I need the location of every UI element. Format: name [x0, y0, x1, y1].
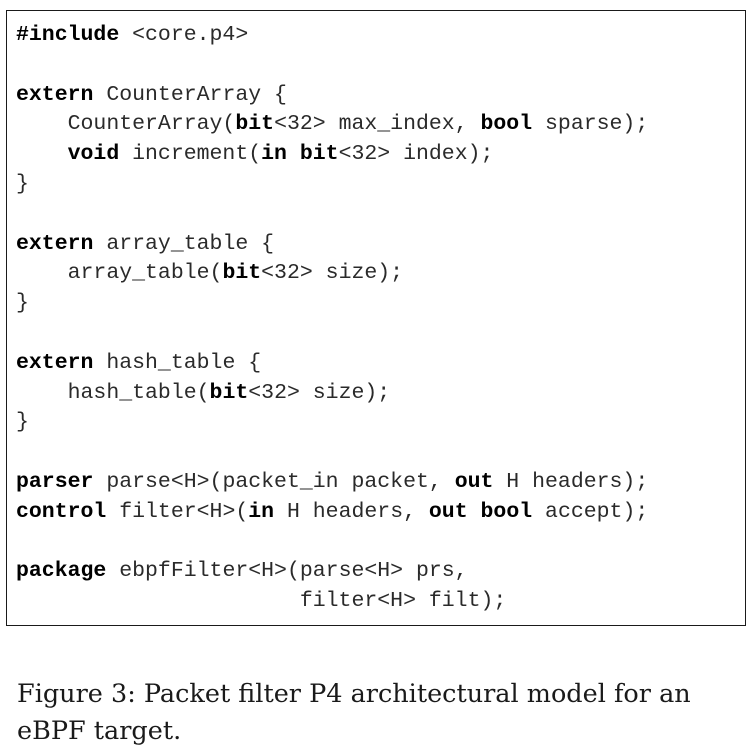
- code-line: [16, 319, 648, 349]
- code-line: [16, 528, 648, 558]
- code-line: }: [16, 170, 648, 200]
- code-text: increment(: [119, 142, 262, 167]
- code-text: parse<H>(packet_in packet,: [93, 469, 455, 494]
- code-line: filter<H> filt);: [16, 587, 648, 617]
- code-line: CounterArray(bit<32> max_index, bool spa…: [16, 110, 649, 140]
- code-keyword: bit: [209, 380, 249, 405]
- code-text: <32> size);: [248, 380, 391, 405]
- code-text: hash_table {: [93, 350, 262, 375]
- code-keyword: extern: [16, 350, 94, 375]
- code-text: filter<H>(: [106, 499, 249, 524]
- code-line: }: [16, 408, 648, 438]
- code-text: [468, 500, 481, 524]
- code-text: hash_table(: [16, 380, 210, 405]
- code-line: control filter<H>(in H headers, out bool…: [16, 498, 648, 528]
- code-keyword: bool: [480, 499, 533, 524]
- figure-caption: Figure 3: Packet filter P4 architectural…: [17, 679, 691, 746]
- code-line: }: [16, 289, 648, 319]
- code-line: extern array_table {: [16, 230, 648, 260]
- code-keyword: package: [16, 559, 107, 584]
- code-line: package ebpfFilter<H>(parse<H> prs,: [16, 557, 648, 587]
- code-text: accept);: [532, 499, 649, 524]
- code-line: [16, 200, 648, 230]
- code-line: [16, 51, 648, 81]
- code-text: array_table(: [16, 261, 223, 286]
- code-line: #include <core.p4>: [16, 21, 648, 51]
- code-line: [16, 438, 648, 468]
- code-text: <core.p4>: [119, 23, 249, 47]
- code-line: extern hash_table {: [16, 349, 648, 379]
- code-text: }: [16, 410, 29, 435]
- code-text: CounterArray(: [16, 112, 236, 137]
- code-keyword: extern: [16, 82, 94, 107]
- code-text: CounterArray {: [93, 82, 287, 107]
- code-keyword: out: [454, 469, 494, 494]
- code-line: array_table(bit<32> size);: [16, 259, 648, 289]
- code-keyword: out: [428, 499, 468, 524]
- code-text: filter<H> filt);: [16, 589, 507, 614]
- code-line: parser parse<H>(packet_in packet, out H …: [16, 468, 648, 498]
- code-text: array_table {: [93, 231, 275, 256]
- code-listing: #include <core.p4>extern CounterArray { …: [16, 21, 648, 617]
- code-keyword: extern: [16, 231, 94, 256]
- code-text: <32> size);: [261, 261, 404, 286]
- code-keyword: #include: [16, 23, 120, 47]
- code-keyword: void: [67, 142, 120, 167]
- code-text: [16, 142, 68, 166]
- code-keyword: in: [248, 499, 275, 524]
- code-text: H headers,: [274, 499, 429, 524]
- code-keyword: bit: [222, 261, 262, 286]
- code-keyword: control: [16, 499, 107, 524]
- code-text: [287, 142, 300, 166]
- code-text: <32> index);: [338, 142, 494, 167]
- code-text: <32> max_index,: [274, 112, 481, 137]
- code-line: hash_table(bit<32> size);: [16, 379, 648, 409]
- code-keyword: parser: [16, 469, 94, 494]
- code-line: extern CounterArray {: [16, 81, 648, 111]
- code-keyword: bool: [480, 112, 533, 137]
- code-keyword: bit: [299, 142, 339, 167]
- code-text: }: [16, 171, 29, 196]
- code-text: }: [16, 291, 29, 316]
- code-listing-frame: #include <core.p4>extern CounterArray { …: [6, 10, 746, 626]
- code-keyword: bit: [235, 112, 275, 137]
- code-keyword: in: [261, 142, 287, 167]
- code-line: void increment(in bit<32> index);: [16, 140, 648, 170]
- code-text: sparse);: [532, 112, 649, 137]
- code-text: ebpfFilter<H>(parse<H> prs,: [106, 559, 468, 584]
- code-text: H headers);: [493, 469, 649, 494]
